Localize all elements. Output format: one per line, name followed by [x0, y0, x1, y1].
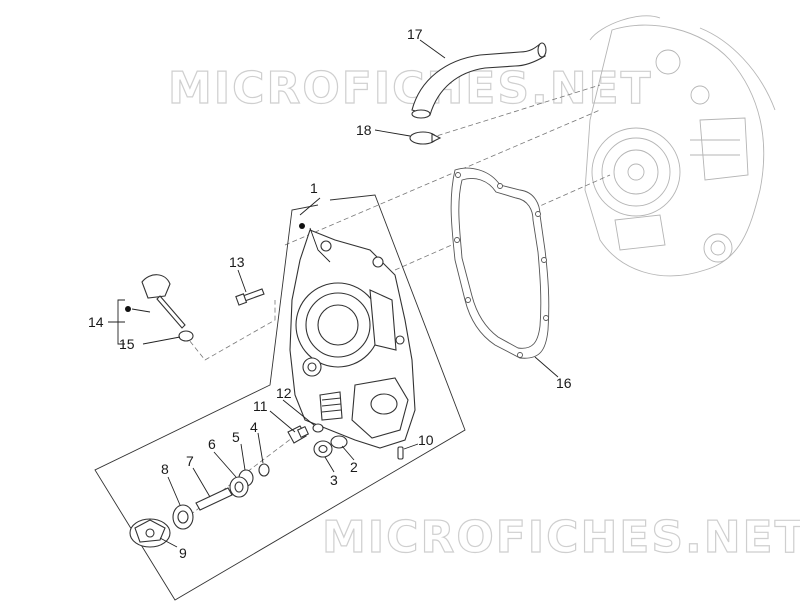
washer-12-drawing	[312, 423, 324, 433]
callout-11: 11	[253, 398, 268, 414]
assembly-line-gasket-to-engine	[394, 174, 611, 271]
callout-6: 6	[208, 436, 216, 452]
callout-10: 10	[418, 432, 434, 448]
bolt-13-drawing	[235, 288, 265, 306]
assembly-line-hose-to-engine	[429, 84, 601, 139]
dipstick-14-drawing	[141, 274, 186, 329]
bullet-dot-14	[125, 306, 131, 312]
callout-4: 4	[250, 419, 258, 435]
callout-17: 17	[407, 26, 423, 42]
o-ring-15-drawing	[178, 330, 194, 342]
callout-1: 1	[310, 180, 318, 196]
callout-8: 8	[161, 461, 169, 477]
callout-2: 2	[350, 459, 358, 475]
watermark-top: MICROFICHES.NET	[168, 63, 653, 114]
callout-7: 7	[186, 453, 194, 469]
breather-hose-drawing	[411, 42, 547, 119]
engine-block-drawing	[584, 15, 776, 277]
side-cover-drawing	[289, 229, 416, 449]
assembly-line-dipstick	[184, 300, 276, 361]
bushing-3-drawing	[313, 440, 333, 458]
callout-13: 13	[229, 254, 245, 270]
callout-18: 18	[356, 122, 372, 138]
impeller-9-drawing	[129, 518, 171, 548]
callout-16: 16	[556, 375, 572, 391]
callout-labels: 1 2 3 4 5 6 7 8 9 10 11 12 13 14 15 16 1…	[88, 26, 572, 561]
callout-14: 14	[88, 314, 104, 330]
bearing-8-drawing	[172, 504, 194, 530]
callout-9: 9	[179, 545, 187, 561]
callout-15: 15	[119, 336, 135, 352]
seal-6-drawing	[229, 476, 249, 498]
callout-12: 12	[276, 385, 292, 401]
callout-3: 3	[330, 472, 338, 488]
dowel-pin-drawing	[397, 446, 404, 460]
shaft-7-drawing	[195, 487, 233, 511]
seal-ring-2-drawing	[330, 435, 348, 449]
hose-clamp-drawing	[409, 131, 442, 145]
gasket-bolt-holes	[454, 172, 549, 358]
bullet-dot-1	[299, 223, 305, 229]
watermark-bottom: MICROFICHES.NET	[322, 512, 800, 563]
callout-5: 5	[232, 429, 240, 445]
washer-4-drawing	[258, 463, 270, 477]
assembly-line-cover-to-engine	[284, 109, 601, 246]
